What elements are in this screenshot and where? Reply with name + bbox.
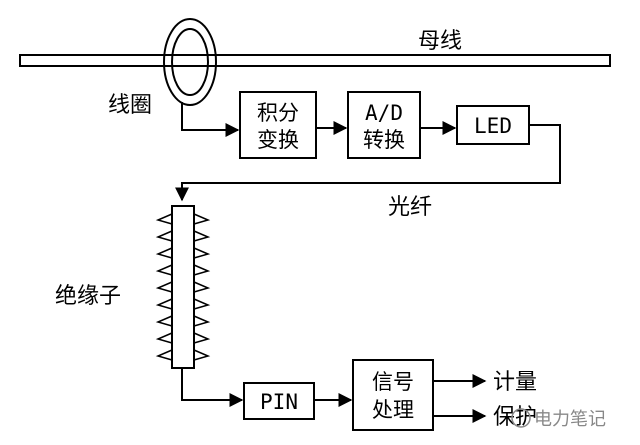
shed-right bbox=[193, 315, 211, 327]
shed-right bbox=[193, 213, 211, 225]
shed-right bbox=[193, 298, 211, 310]
ad-block bbox=[347, 91, 421, 159]
integrator-label-line1: 积分 bbox=[257, 101, 299, 125]
shed-right bbox=[193, 247, 211, 259]
pin-label: PIN bbox=[260, 390, 298, 414]
coil-lead bbox=[181, 102, 240, 137]
watermark-icon bbox=[511, 408, 531, 428]
shed-right bbox=[193, 230, 211, 242]
shed-left bbox=[155, 281, 173, 293]
insulator-to-pin bbox=[181, 368, 244, 407]
shed-right bbox=[193, 332, 211, 344]
integrator-block bbox=[239, 91, 317, 159]
ad-label-line2: 转换 bbox=[363, 128, 405, 152]
shed-left bbox=[155, 332, 173, 344]
insulator-column bbox=[171, 205, 195, 369]
ad-label-line1: A/D bbox=[365, 101, 403, 125]
fiber-label: 光纤 bbox=[388, 195, 432, 220]
shed-left bbox=[155, 315, 173, 327]
coil-label: 线圈 bbox=[108, 93, 152, 118]
shed-left bbox=[155, 230, 173, 242]
signal-label-line1: 信号 bbox=[372, 370, 414, 394]
led-label: LED bbox=[474, 114, 512, 138]
signal-label-line2: 处理 bbox=[372, 398, 414, 422]
insulator-label: 绝缘子 bbox=[55, 284, 121, 309]
shed-right bbox=[193, 349, 211, 361]
fiber-line bbox=[175, 124, 561, 202]
metering-label: 计量 bbox=[493, 370, 537, 395]
led-block bbox=[456, 105, 530, 145]
busbar bbox=[19, 54, 611, 67]
signal-block bbox=[352, 359, 434, 431]
shed-right bbox=[193, 264, 211, 276]
watermark-text: 电力笔记 bbox=[534, 409, 606, 430]
pin-block bbox=[243, 382, 315, 420]
shed-left bbox=[155, 213, 173, 225]
shed-left bbox=[155, 247, 173, 259]
integrator-label-line2: 变换 bbox=[257, 128, 299, 152]
shed-right bbox=[193, 281, 211, 293]
coil bbox=[163, 18, 217, 106]
shed-left bbox=[155, 264, 173, 276]
shed-left bbox=[155, 298, 173, 310]
shed-left bbox=[155, 349, 173, 361]
busbar-label: 母线 bbox=[418, 29, 462, 54]
insulator-sheds bbox=[155, 213, 211, 361]
